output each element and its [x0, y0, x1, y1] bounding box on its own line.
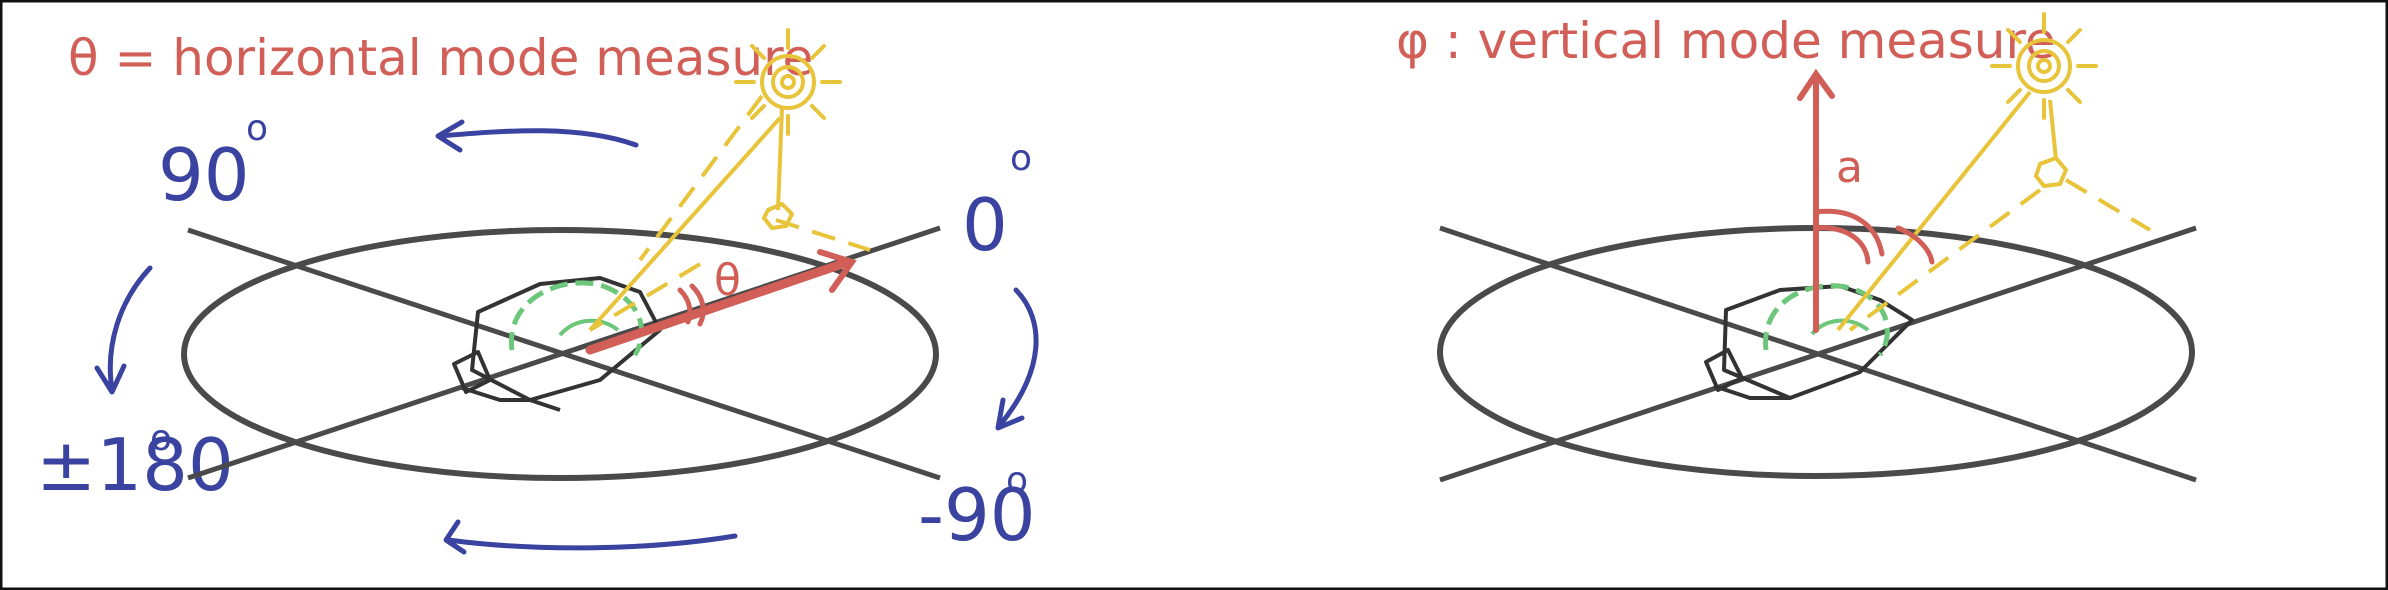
sun-icon-right: [1990, 12, 2098, 120]
ground-ellipse: [181, 227, 939, 481]
theta-arrow: [585, 249, 857, 355]
degree-mark-pm180: o: [150, 418, 172, 459]
phi-arrow: [1797, 68, 1935, 333]
telescope-icon: [452, 276, 662, 412]
theta-label: θ: [714, 255, 741, 306]
left-title: θ = horizontal mode measure: [68, 29, 813, 87]
theta-arc-1: [677, 287, 693, 325]
arrow-right-head: [995, 397, 1025, 431]
phi-arc-3: [1895, 225, 1935, 265]
arrow-bottom: [445, 533, 738, 551]
label-0: 0: [962, 183, 1008, 267]
phi-arc-2: [1813, 225, 1871, 265]
dome-inner: [558, 318, 620, 337]
label-pm180: ±180: [36, 423, 234, 507]
degree-mark-neg90: o: [1006, 460, 1028, 501]
arrow-left: [107, 265, 153, 393]
left-panel: θ = horizontal mode measure 90 o 0 o -90…: [36, 28, 1039, 557]
telescope-icon-right: [1704, 284, 1914, 400]
label-90: 90: [158, 133, 250, 217]
label-neg90: -90: [918, 473, 1036, 557]
arrow-bottom-head: [443, 519, 467, 555]
axis-line-right-2: [1439, 225, 2197, 483]
arrow-left-head: [94, 363, 127, 395]
sun-projection-right: [1836, 90, 2152, 332]
degree-mark-0: o: [1010, 138, 1032, 179]
arrow-top-head: [435, 119, 465, 153]
arrow-top: [437, 128, 639, 148]
arrow-right: [997, 287, 1039, 428]
degree-mark-90: o: [246, 108, 268, 149]
theta-arc-2: [689, 283, 706, 327]
right-title: φ : vertical mode measure: [1396, 12, 2056, 70]
phi-label: a: [1836, 142, 1863, 193]
dome-outline-right: [1763, 283, 1890, 357]
right-panel: φ : vertical mode measure: [1396, 12, 2197, 483]
sun-projection: [588, 94, 871, 332]
rotation-arrows: [94, 119, 1039, 555]
sun-icon: [734, 28, 842, 136]
phi-arc-1: [1813, 208, 1885, 257]
